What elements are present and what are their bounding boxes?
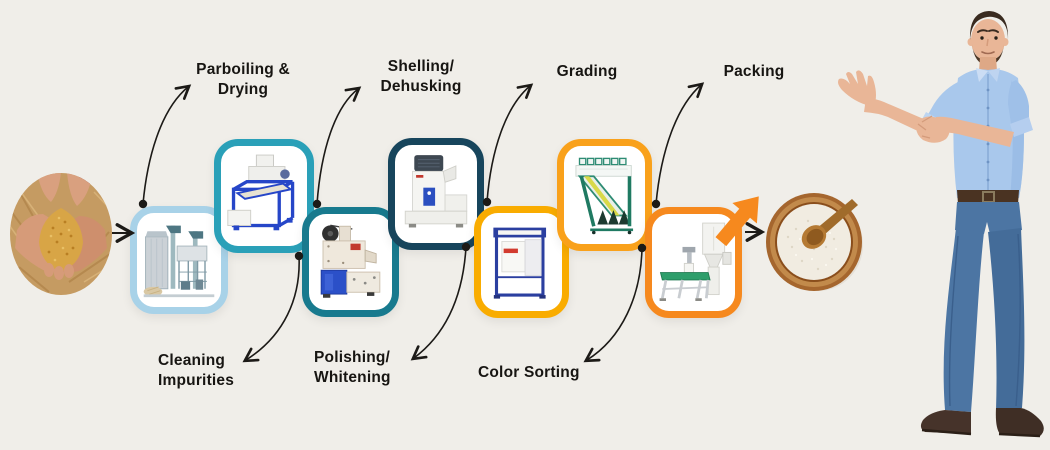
card-cleaning-impurities [214, 139, 314, 253]
card-packing [645, 207, 742, 318]
paddy-hands-illustration [10, 173, 112, 295]
arrow-color-sorting [583, 243, 647, 363]
card-color-sorting [557, 139, 652, 251]
paddy-hands-photo [9, 172, 113, 296]
left-shoe [920, 410, 971, 434]
card-shelling-dehusking [302, 207, 399, 317]
label-cleaning-impurities: Cleaning Impurities [158, 352, 235, 389]
rice-bowl-illustration [766, 193, 863, 291]
machine-vibro-cleaner [227, 154, 295, 231]
belt [957, 190, 1019, 204]
machine-color-sorter [575, 157, 634, 235]
card-parboiling-drying [130, 206, 228, 314]
machine-bag-packer [659, 222, 732, 301]
arrow-polishing [410, 242, 471, 361]
wooden-spoon [801, 199, 858, 249]
machine-paddy-dehusker [320, 224, 381, 298]
arrow-parboiling [138, 84, 192, 209]
arrow-shelling [312, 86, 362, 209]
rice-bowl-photo [764, 191, 864, 293]
card-polishing-whitening [388, 138, 484, 250]
machine-rice-grader [493, 227, 547, 299]
card-grading [474, 206, 569, 318]
left-sleeve [1008, 80, 1029, 130]
label-shelling-dehusking: Shelling/ Dehusking [380, 58, 462, 95]
presenter-man [826, 4, 1050, 450]
machine-parboiling-drying-plant [143, 225, 215, 298]
right-shoe [995, 408, 1044, 436]
right-forearm [864, 98, 926, 133]
presenter-man-illustration [838, 11, 1044, 438]
label-polishing-whitening: Polishing/ Whitening [314, 349, 391, 386]
jeans [955, 202, 1022, 234]
hair [969, 11, 1009, 40]
label-packing: Packing [723, 63, 785, 80]
arrow-cleaning [242, 251, 304, 363]
right-hand [838, 70, 876, 109]
label-color-sorting: Color Sorting [478, 364, 580, 381]
machine-rice-whitener [404, 155, 468, 228]
label-grading: Grading [556, 63, 618, 80]
label-parboiling-drying: Parboiling & Drying [196, 61, 290, 98]
arrow-packing [651, 82, 705, 209]
left-forearm [936, 116, 1014, 147]
paddy-grains [39, 208, 83, 272]
arrow-grading [482, 83, 534, 207]
